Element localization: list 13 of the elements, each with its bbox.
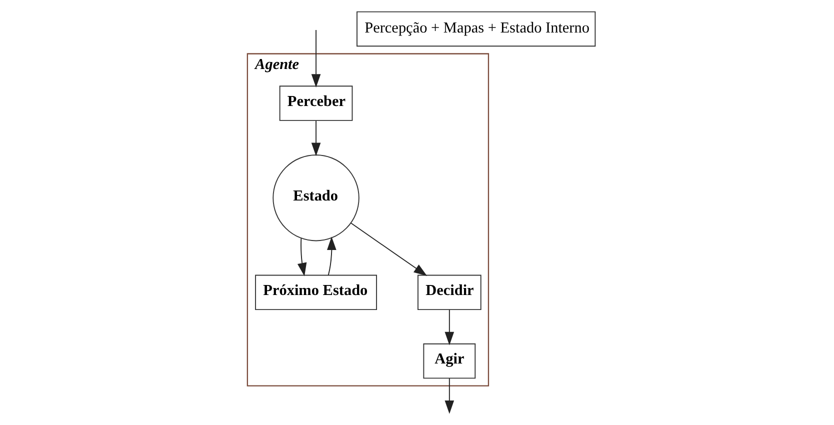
arrow	[296, 238, 306, 276]
node-box: Agir	[422, 343, 476, 379]
arrow	[444, 378, 454, 414]
arrow	[310, 120, 320, 156]
node-box: Percepção + Mapas + Estado Interno	[356, 11, 596, 47]
node-circle: Estado	[272, 154, 359, 242]
arrow	[444, 309, 454, 346]
node-box: Perceber	[278, 86, 352, 121]
node-box: Próximo Estado	[254, 274, 376, 310]
arrow	[326, 236, 336, 276]
arrow	[310, 30, 320, 88]
arrow	[350, 222, 427, 276]
node-box: Decidir	[417, 274, 481, 310]
